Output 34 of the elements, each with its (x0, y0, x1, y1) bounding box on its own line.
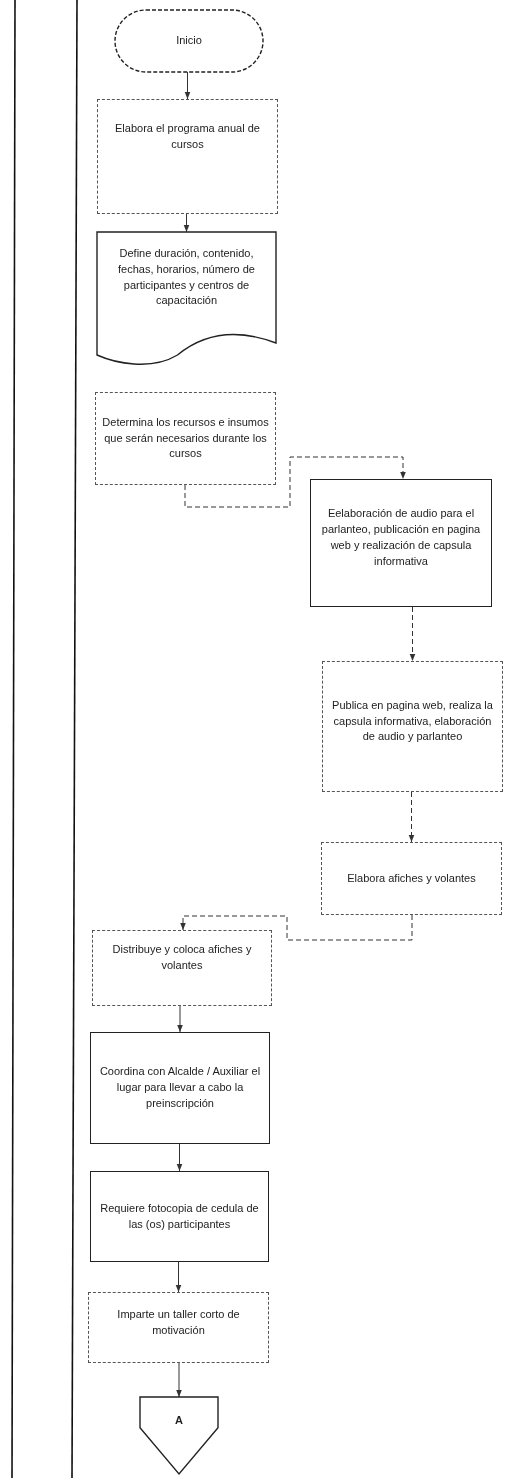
arrow (183, 213, 190, 233)
arrow (177, 1005, 183, 1033)
arrow (409, 606, 416, 662)
node-text: Distribuye y coloca afiches y volantes (111, 942, 253, 973)
off-page-connector (140, 1397, 218, 1474)
node-text: Imparte un taller corto de motivación (116, 1306, 241, 1338)
process-box (97, 99, 278, 214)
process-box (95, 392, 276, 485)
node-text: Elabora afiches y volantes (346, 870, 477, 886)
process-box (90, 1171, 269, 1262)
process-box (322, 661, 503, 792)
node-text: Elabora el programa anual de cursos (114, 120, 261, 152)
node-text: A (174, 1412, 184, 1428)
node-text: Requiere fotocopia de cedula de las (os) participantes (99, 1200, 260, 1232)
arrow (184, 71, 191, 100)
arrow (184, 456, 406, 508)
process-box (90, 1032, 270, 1144)
process-box (92, 930, 272, 1006)
node-text: Coordina con Alcalde / Auxiliar el lugar para llevar a cabo la preinscripción (98, 1064, 262, 1111)
process-box (310, 479, 492, 607)
node-text: Publica en pagina web, realiza la capsula informativa, elaboración de audio y parlanteo (331, 697, 494, 745)
arrow (175, 1261, 182, 1293)
terminator-shape (115, 10, 263, 72)
document-shape (97, 232, 276, 363)
arrow (408, 791, 415, 843)
process-box (88, 1292, 269, 1363)
node-text: Determina los recursos e insumos que serán necesarios durante los cursos (101, 414, 270, 462)
arrow (176, 1362, 182, 1398)
node-text: Define duración, contenido, fechas, horarios, número de participantes y centros de capacitación (117, 245, 256, 309)
arrow (176, 1143, 183, 1172)
process-box (321, 842, 502, 915)
arrow (180, 914, 413, 941)
node-text: Inicio (175, 33, 203, 49)
node-text: Eelaboración de audio para el parlanteo, publicación en pagina web y realización de capsula informativa (320, 506, 482, 569)
